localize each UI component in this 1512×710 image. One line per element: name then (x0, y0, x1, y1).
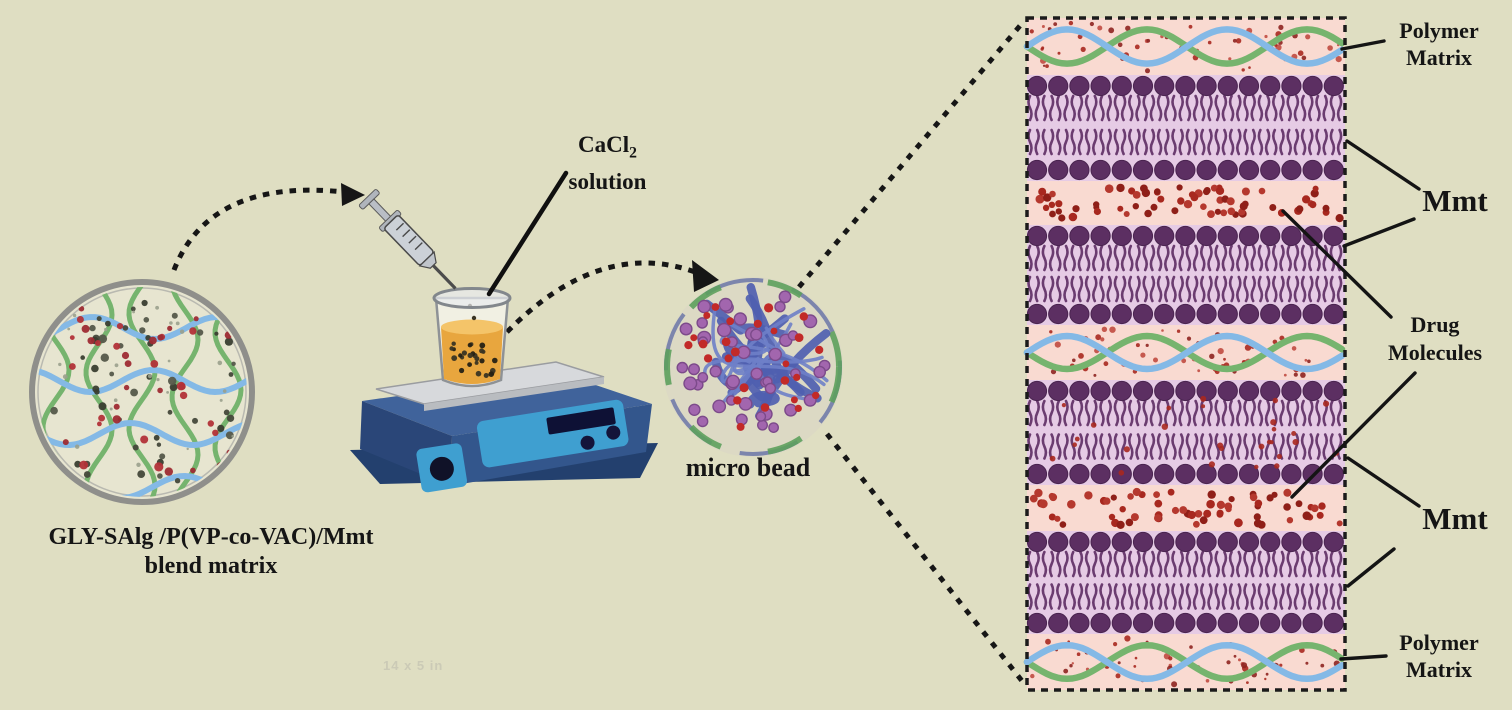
zoom-guide-lines (797, 19, 1028, 688)
cacl2-formula: CaCl2 (578, 132, 637, 162)
cacl2-pointer-line (486, 170, 569, 297)
beaker (432, 287, 512, 388)
mmt-label-top: Mmt (1422, 183, 1488, 218)
micro-bead (663, 277, 843, 457)
blend-matrix-label-line2: blend matrix (144, 553, 278, 579)
cacl2-solution-label: CaCl2 solution (545, 131, 670, 196)
polymer-matrix-label-top: Polymer Matrix (1399, 18, 1479, 70)
intercalation-panel (1023, 16, 1347, 692)
label-connector-lines (1281, 39, 1421, 661)
blend-matrix-circle (29, 279, 255, 505)
drug-molecules-label: Drug Molecules (1387, 312, 1483, 365)
size-watermark: 14 x 5 in (383, 658, 444, 673)
micro-bead-label: micro bead (685, 453, 811, 482)
flow-arrow-2 (505, 260, 719, 334)
syringe (358, 189, 457, 290)
stirrer-scale (350, 361, 658, 493)
blend-matrix-label: GLY-SAlg /P(VP-co-VAC)/Mmt blend matrix (6, 523, 416, 581)
cacl2-solution-word: solution (568, 168, 647, 194)
mmt-label-bottom: Mmt (1422, 501, 1488, 536)
blend-matrix-label-line1: GLY-SAlg /P(VP-co-VAC)/Mmt (48, 524, 374, 550)
polymer-matrix-label-bottom: Polymer Matrix (1399, 630, 1479, 682)
flow-arrow-1 (171, 183, 365, 271)
